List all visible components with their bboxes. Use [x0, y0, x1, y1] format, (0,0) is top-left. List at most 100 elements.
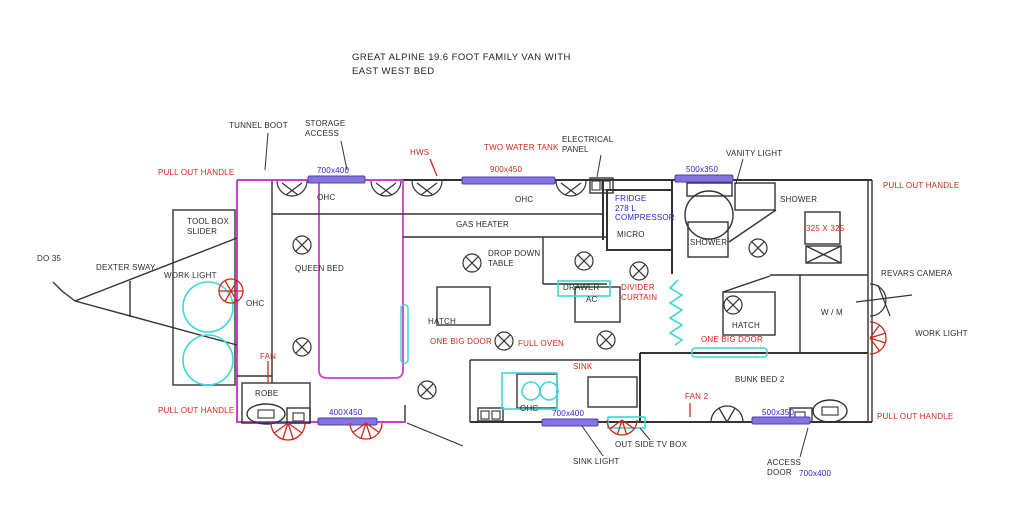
hws-unit-icon [411, 180, 443, 197]
divider-curtain-zigzag [668, 279, 684, 346]
label-vanity-light: VANITY LIGHT [726, 149, 783, 158]
label-tool-box-slider: TOOL BOX SLIDER [187, 217, 230, 236]
label-325x325: 325 X 325 [806, 224, 845, 233]
bed-side-table [400, 304, 409, 364]
label-work-light-right: WORK LIGHT [915, 329, 968, 338]
label-fan2: FAN 2 [685, 392, 709, 401]
label-divider-curtain: DIVIDER CURTAIN [621, 283, 658, 302]
label-sink-light: SINK LIGHT [573, 457, 620, 466]
fan2-vent-icon [710, 405, 744, 423]
rear-work-light-icon [869, 321, 887, 355]
label-ohc-kitchen: OHC [520, 404, 539, 413]
label-tunnel-boot: TUNNEL BOOT [229, 121, 288, 130]
furniture [241, 177, 848, 425]
ceiling-vent-icons [276, 180, 587, 197]
pointer-lines [264, 132, 809, 458]
sink-bowl-1 [521, 381, 541, 401]
hatch-box-right [722, 291, 776, 336]
label-revars-camera: REVARS CAMERA [881, 269, 953, 278]
label-full-oven: FULL OVEN [518, 339, 564, 348]
fridge-cabinet [606, 189, 673, 251]
label-out-side-tv-box: OUT SIDE TV BOX [615, 440, 688, 449]
vanity-cabinet [686, 182, 733, 197]
ac-box [574, 286, 621, 323]
label-sink: SINK [573, 362, 593, 371]
label-drawer: DRAWER [563, 283, 600, 292]
label-hatch-right: HATCH [732, 321, 760, 330]
window-400x450-bottom [317, 417, 378, 426]
label-pull-out-handle-bl: PULL OUT HANDLE [158, 406, 235, 415]
stabilizer-leg-icon [270, 422, 306, 441]
drawer-box [557, 280, 611, 297]
label-shower-tray: SHOWER [690, 238, 728, 247]
cyan-fittings [501, 279, 768, 429]
stabilizer-leg-icon [349, 422, 383, 440]
reverse-camera-icon [855, 283, 913, 317]
window-900x450-top [461, 176, 556, 185]
label-window-700x400-bottom: 700x400 [552, 409, 585, 418]
label-gas-heater: GAS HEATER [456, 220, 509, 229]
hws-pointer [429, 158, 438, 177]
label-robe: ROBE [255, 389, 279, 398]
label-ac: AC [586, 295, 598, 304]
red-fan-icons [267, 158, 887, 441]
entry-step-fan-icon [606, 419, 638, 436]
label-dexter-sway: DEXTER SWAY [96, 263, 156, 272]
queen-bed [318, 180, 404, 379]
window-700x400-top [307, 175, 366, 184]
window-500x350-top [674, 174, 734, 183]
switch-panel [477, 407, 504, 422]
label-ohc-front: OHC [246, 299, 265, 308]
label-window-500x350-top: 500x350 [686, 165, 719, 174]
label-pull-out-handle-tr: PULL OUT HANDLE [883, 181, 960, 190]
hatch-325-box [804, 211, 841, 245]
window-500x350-bottom [751, 416, 811, 425]
label-window-400x450: 400X450 [329, 408, 363, 417]
label-access-door-size: 700x400 [799, 469, 832, 478]
label-access-door: ACCESS DOOR [767, 458, 802, 477]
label-fridge: FRIDGE 278 L COMPRESSOR [615, 194, 675, 223]
label-do35: DO 35 [37, 254, 62, 263]
toilet-front [246, 403, 286, 425]
plan-title-line2: EAST WEST BED [352, 66, 435, 77]
label-ohc-bed: OHC [317, 193, 336, 202]
ceiling-light-icons [292, 235, 768, 400]
label-window-500x350-bottom: 500x350 [762, 408, 795, 417]
plan-title-line1: GREAT ALPINE 19.6 FOOT FAMILY VAN WITH [352, 52, 571, 63]
label-queen-bed: QUEEN BED [295, 264, 344, 273]
robe-cabinet [286, 407, 311, 424]
sink-bowl-2 [539, 381, 559, 401]
label-pull-out-handle-br: PULL OUT HANDLE [877, 412, 954, 421]
label-fan: FAN [260, 352, 277, 361]
label-electrical-panel: ELECTRICAL PANEL [562, 135, 614, 154]
label-wm: W / M [821, 308, 843, 317]
shower-tray [687, 221, 729, 258]
stove-top [587, 376, 638, 408]
shower-base [684, 190, 734, 240]
windows [307, 174, 811, 427]
label-one-big-door-left: ONE BIG DOOR [430, 337, 492, 346]
corner-cabinet [734, 182, 776, 211]
label-ohc-mid: OHC [515, 195, 534, 204]
one-big-door-bar [691, 347, 768, 358]
work-light-icon [218, 278, 244, 304]
sink-surround [501, 372, 558, 410]
label-hws: HWS [410, 148, 430, 157]
label-work-light-left: WORK LIGHT [164, 271, 217, 280]
label-pull-out-handle-tl: PULL OUT HANDLE [158, 168, 235, 177]
drawbar-aframe [52, 237, 238, 346]
label-window-900x450: 900x450 [490, 165, 523, 174]
label-window-700x400-top: 700x400 [317, 166, 350, 175]
sink-unit [516, 373, 558, 409]
label-micro: MICRO [617, 230, 645, 239]
outside-tv-box [607, 416, 646, 429]
gas-bottles [182, 281, 234, 386]
hatch-box-left [436, 286, 491, 326]
window-700x400-bottom [541, 418, 599, 427]
label-drop-down-table: DROP DOWN TABLE [488, 249, 541, 268]
entry-door-swing [406, 422, 464, 447]
label-hatch-left: HATCH [428, 317, 456, 326]
label-two-water-tank: TWO WATER TANK [484, 143, 559, 152]
